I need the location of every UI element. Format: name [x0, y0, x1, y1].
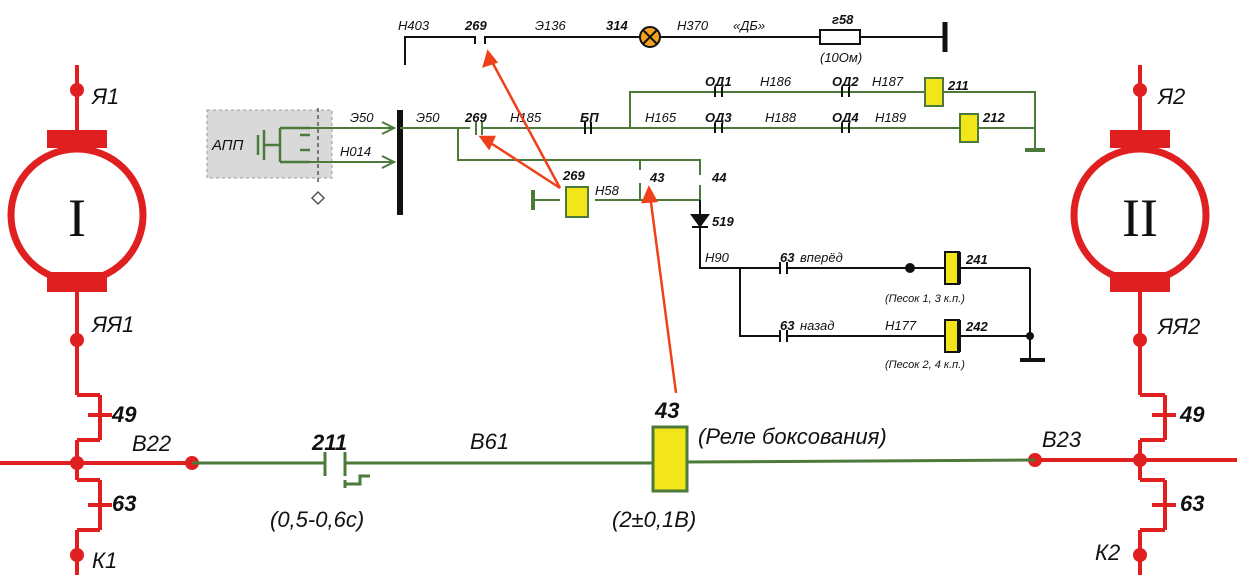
label-h188: Н188 [765, 110, 797, 125]
label-h58: Н58 [595, 183, 620, 198]
label-od3: ОД3 [705, 110, 732, 125]
label-h370: Н370 [677, 18, 709, 33]
motor-right-roman: II [1122, 188, 1158, 248]
motor-right [1035, 65, 1237, 575]
label-coil-269: 269 [562, 168, 585, 183]
label-k1: К1 [92, 548, 117, 573]
label-left-49: 49 [111, 402, 137, 427]
motor-left [0, 65, 192, 575]
label-h014: Н014 [340, 144, 371, 159]
label-app: АПП [211, 137, 244, 154]
main-line [192, 452, 1036, 488]
lamp-circuit [404, 29, 945, 65]
coil-269 [565, 186, 589, 218]
label-v23: В23 [1042, 427, 1082, 452]
coil-241 [944, 251, 960, 285]
label-v22: В22 [132, 431, 171, 456]
label-right-49: 49 [1179, 402, 1205, 427]
label-h165: Н165 [645, 110, 677, 125]
relay-43-coil [651, 425, 689, 493]
node-ya1 [70, 83, 84, 97]
sand-wiring [690, 200, 1045, 362]
label-h187: Н187 [872, 74, 904, 89]
label-h90: Н90 [705, 250, 730, 265]
label-e50-left: Э50 [350, 110, 374, 125]
label-back-text: назад [800, 318, 834, 333]
label-coil-241: 241 [965, 252, 988, 267]
label-h177: Н177 [885, 318, 917, 333]
label-63-fwd: 63 [780, 250, 795, 265]
node-ya2 [1133, 83, 1147, 97]
label-63-back: 63 [780, 318, 795, 333]
motor-left-roman: I [68, 188, 86, 248]
coil-212 [959, 113, 979, 143]
label-contact-44: 44 [711, 170, 727, 185]
label-contact-211: 211 [311, 430, 347, 455]
label-sand2: (Песок 2, 4 к.п.) [885, 359, 965, 371]
label-314: 314 [606, 18, 628, 33]
label-fwd-text: вперёд [800, 250, 843, 265]
label-contact-time: (0,5-0,6с) [270, 507, 364, 532]
label-ya2: Я2 [1157, 84, 1185, 109]
label-db: «ДБ» [733, 18, 765, 33]
label-e50-right: Э50 [416, 110, 440, 125]
label-269-mid: 269 [464, 110, 487, 125]
label-ya1: Я1 [91, 84, 119, 109]
label-h189: Н189 [875, 110, 906, 125]
label-h185: Н185 [510, 110, 542, 125]
label-relay-name: (Реле боксования) [698, 424, 887, 449]
label-k2: К2 [1095, 540, 1120, 565]
motor-right-brush-bottom [1110, 272, 1170, 292]
label-r58: г58 [832, 12, 854, 27]
wire-v23 [686, 458, 1036, 464]
label-od2: ОД2 [832, 74, 859, 89]
label-coil-212: 212 [982, 110, 1005, 125]
label-od1: ОД1 [705, 74, 732, 89]
motor-left-brush-bottom [47, 272, 107, 292]
arrow-to-269-mid [485, 138, 561, 190]
label-relay-voltage: (2±0,1В) [612, 507, 696, 532]
label-h403: Н403 [398, 18, 430, 33]
arrow-to-contact-43 [648, 194, 678, 394]
label-diode-519: 519 [712, 214, 734, 229]
label-od4: ОД4 [832, 110, 859, 125]
motor-left-brush-top [47, 130, 107, 148]
node-right-mid [1133, 453, 1147, 467]
node-k2 [1133, 548, 1147, 562]
label-yaya2: ЯЯ2 [1157, 314, 1200, 339]
label-left-63: 63 [112, 491, 136, 516]
label-coil-242: 242 [965, 319, 988, 334]
label-coil-211: 211 [947, 78, 969, 93]
label-e136: Э136 [535, 18, 566, 33]
coil-242 [944, 319, 960, 353]
relay-contacts [584, 87, 850, 134]
coil-211 [924, 77, 944, 107]
node-left-mid [70, 456, 84, 470]
label-bp: БП [580, 110, 599, 125]
label-relay-43: 43 [654, 398, 679, 423]
sand-node [905, 263, 915, 273]
contact-211-delay [343, 474, 370, 488]
label-269-top: 269 [464, 18, 487, 33]
node-k1 [70, 548, 84, 562]
annotation-arrows [478, 49, 678, 394]
node-yaya2 [1133, 333, 1147, 347]
control-wiring [400, 91, 1036, 201]
label-v61: В61 [470, 429, 509, 454]
label-h186: Н186 [760, 74, 792, 89]
label-sand1: (Песок 1, 3 к.п.) [885, 293, 965, 305]
label-contact-43: 43 [649, 170, 665, 185]
motor-right-brush-top [1110, 130, 1170, 148]
label-r-value: (10Ом) [820, 50, 862, 65]
node-yaya1 [70, 333, 84, 347]
label-yaya1: ЯЯ1 [91, 312, 134, 337]
label-right-63: 63 [1180, 491, 1204, 516]
app-panel-marker [310, 190, 326, 206]
arrow-to-269-top [488, 57, 562, 189]
